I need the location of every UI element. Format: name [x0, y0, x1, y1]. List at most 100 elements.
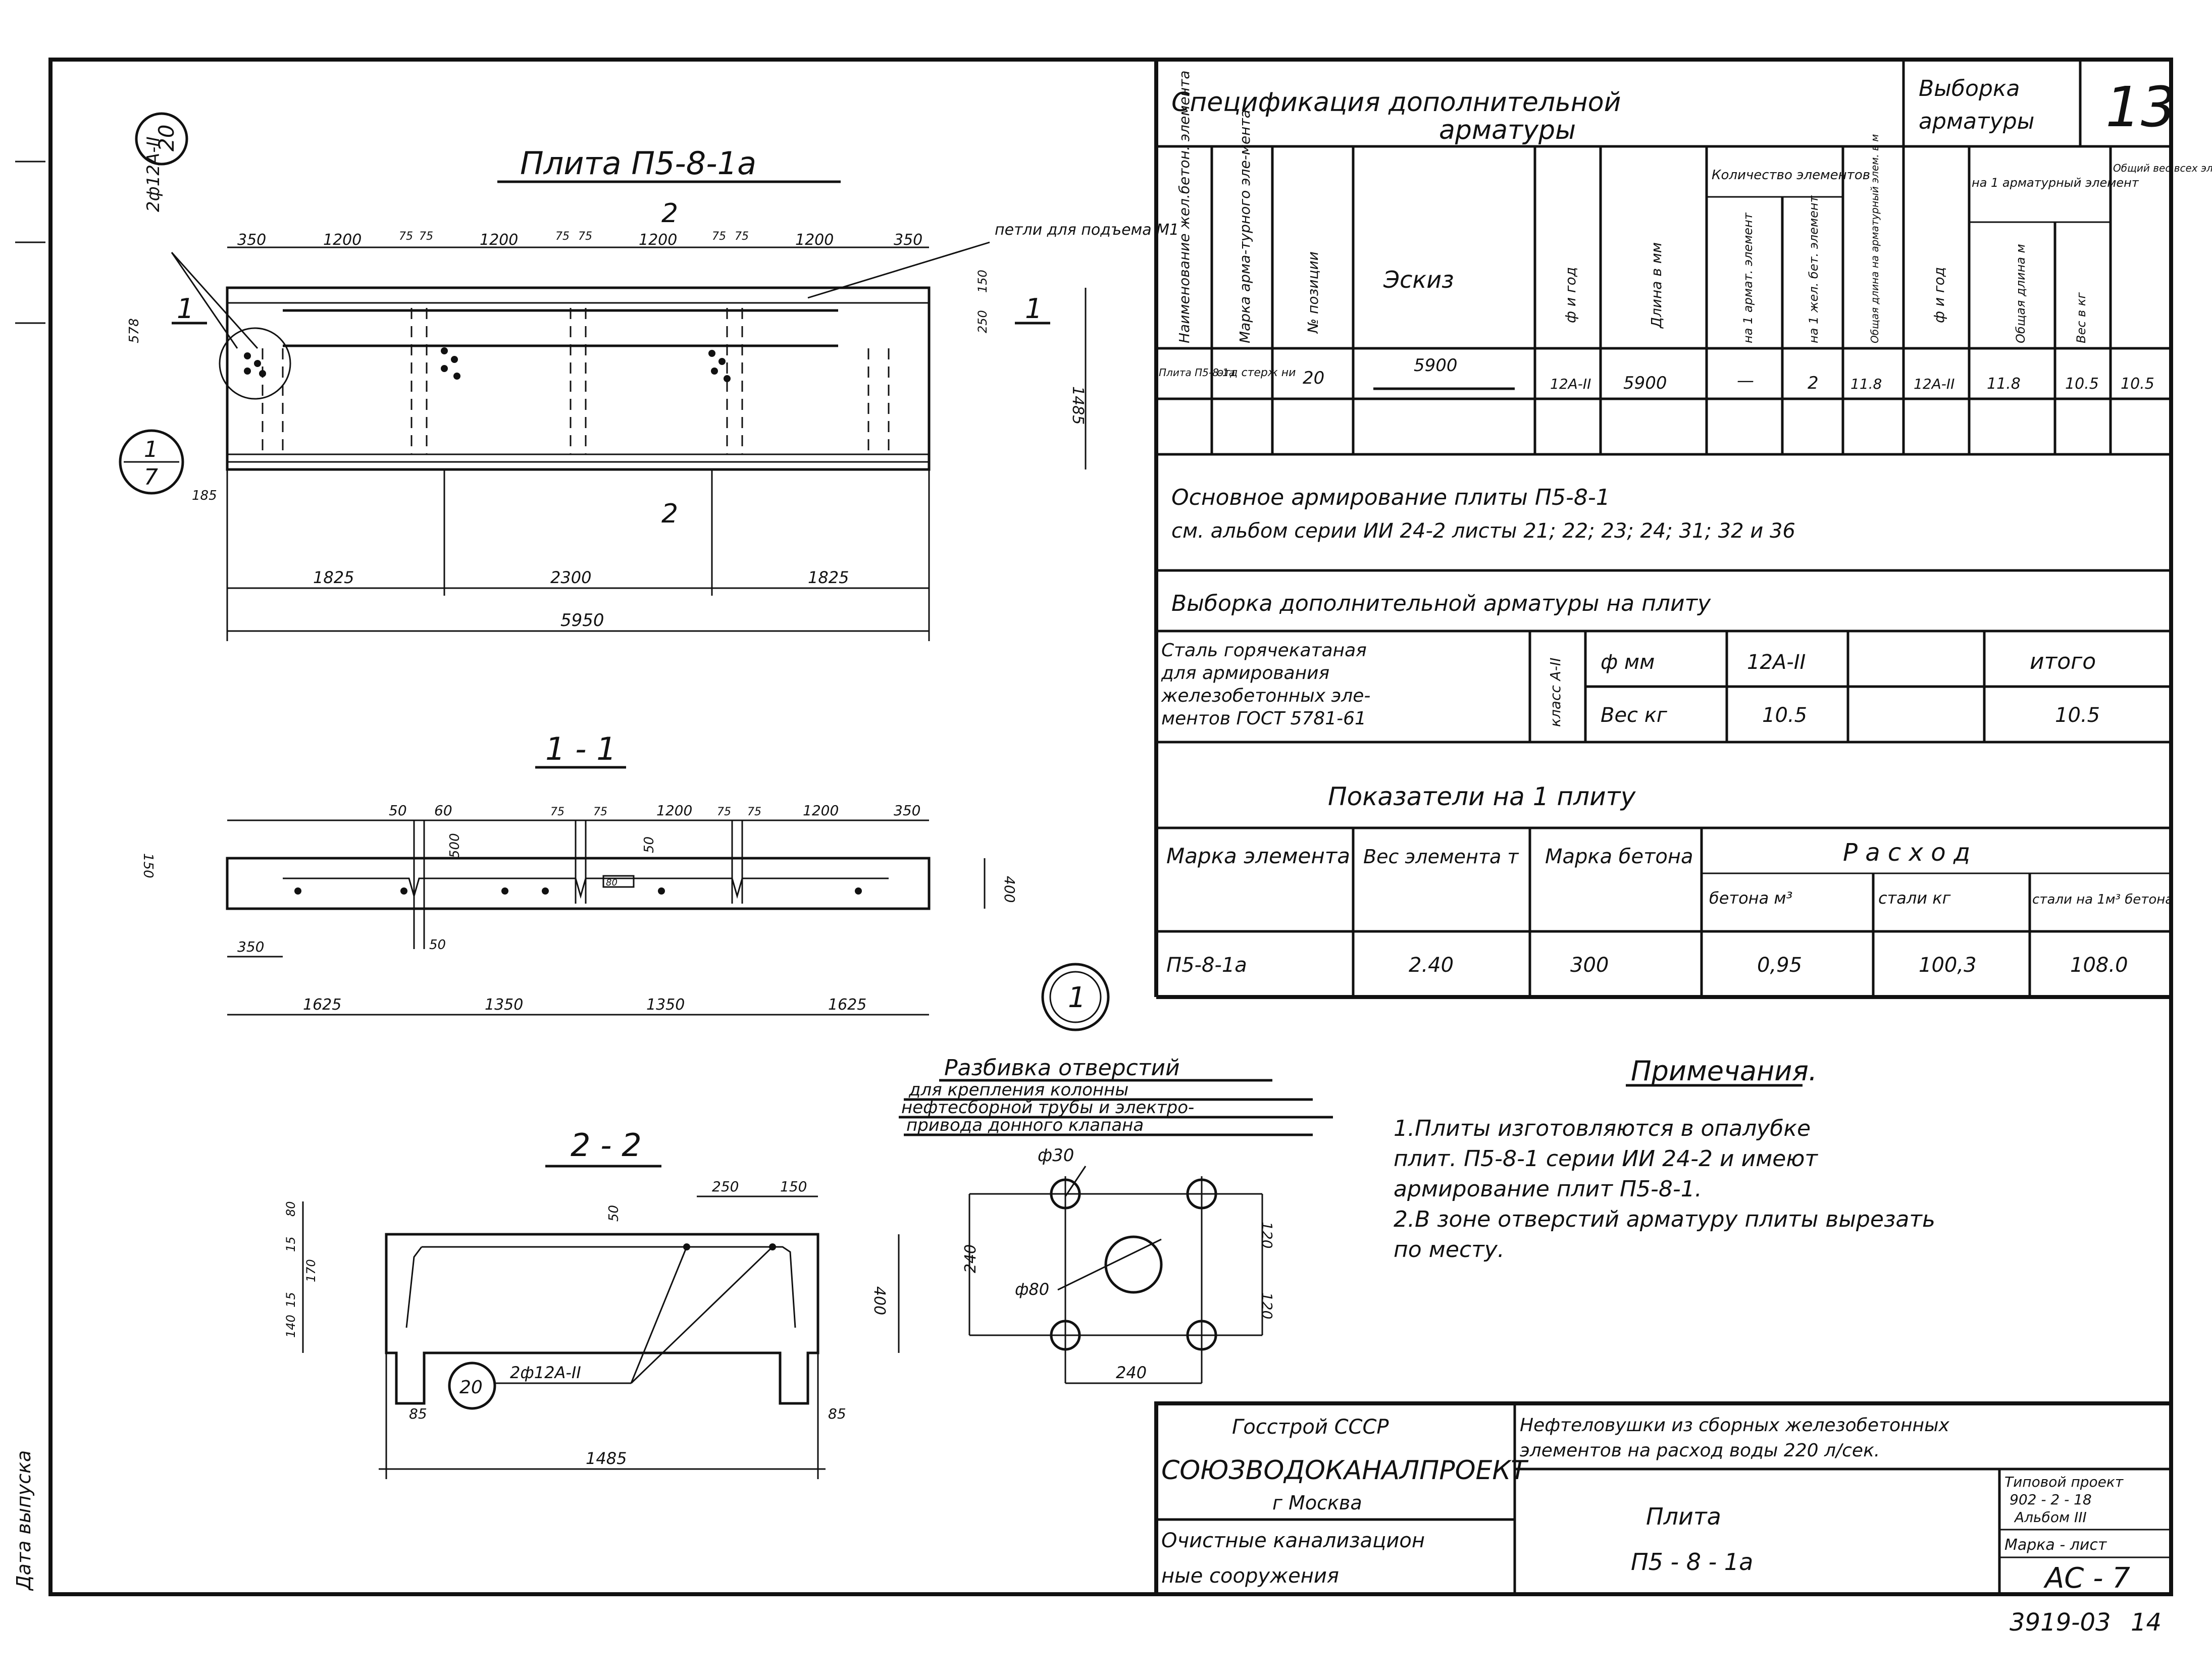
item1: Плита: [1646, 1503, 1721, 1530]
dim-text: 75: [555, 230, 570, 243]
section-2-mark: 2: [661, 499, 678, 529]
hdr-mark: Марка арма-турного эле-мента: [1237, 110, 1253, 343]
section-2-2: 2 - 2 250 150 50 80 15 170 15 140 400 20…: [284, 1127, 900, 1479]
dim-text: 500: [447, 833, 462, 858]
leader-line: [1064, 1166, 1087, 1197]
hdr-sel-on1: на 1 арматурный элемент: [1972, 176, 2139, 190]
hdr-qty: Количество элементов: [1712, 168, 1870, 183]
project2: элементов на расход воды 220 л/сек.: [1520, 1440, 1880, 1461]
dim-text: 185: [192, 488, 217, 503]
ves: Вес кг: [1601, 704, 1668, 727]
hdr-dia: ф и год: [1562, 267, 1579, 323]
leader-line: [171, 252, 238, 349]
dim-text: 240: [1116, 1363, 1147, 1382]
hdr-sel-total: Общий вес всех элементов кг: [2113, 162, 2212, 174]
cell-sel-wt: 10.5: [2065, 375, 2099, 393]
hole-d30: [1050, 1178, 1081, 1210]
selection-title: арматуры: [1919, 109, 2034, 134]
mark-20: 20: [154, 125, 179, 151]
dim-text: 5950: [560, 610, 604, 631]
dim-text: 50: [429, 937, 446, 953]
cell-pos: 20: [1303, 368, 1324, 388]
dim-text: 80: [284, 1201, 298, 1217]
cell-qty-b: 2: [1808, 373, 1819, 393]
holes-title: Разбивка отверстий: [944, 1055, 1180, 1081]
hdr-qty-a: на 1 армат. элемент: [1741, 212, 1755, 343]
note-line: плит. П5-8-1 серии ИИ 24-2 и имеют: [1394, 1146, 1818, 1172]
dim-text: 15: [284, 1292, 298, 1307]
dim-text: 1485: [1069, 386, 1087, 425]
typ2: 902 - 2 - 18: [2010, 1491, 2092, 1508]
dim-text: 1350: [485, 996, 523, 1014]
mark-circle: [135, 112, 188, 166]
row-mark: П5-8-1а: [1166, 954, 1247, 977]
h-concrete-mark: Марка бетона: [1545, 845, 1693, 868]
h-steel-per: стали на 1м³ бетона: [2032, 892, 2173, 907]
dim-text: 120: [1259, 1222, 1275, 1248]
section-outline: [226, 857, 931, 910]
bottom-page: 14: [2131, 1608, 2162, 1637]
dept1: Очистные канализацион: [1161, 1529, 1425, 1552]
hdr-length: Длина в мм: [1648, 242, 1665, 329]
dim-text: 80: [606, 877, 618, 888]
dim-text: 1200: [795, 231, 834, 249]
hdr-total-len: Общая длина на арматурный элем. в м: [1869, 134, 1881, 343]
dim-text: 50: [389, 802, 407, 819]
cell-sel-total: 10.5: [2121, 375, 2154, 393]
dim-text: 250: [975, 310, 990, 333]
embed-plate: [602, 875, 635, 888]
row-concrete-mark: 300: [1570, 954, 1609, 977]
h-mark: Марка элемента: [1166, 844, 1350, 868]
callout-num: 20: [459, 1377, 483, 1398]
row-steel-per: 108.0: [2070, 954, 2128, 977]
hdr-sel-dia: ф и год: [1931, 267, 1947, 323]
project1: Нефтеловушки из сборных железобетонных: [1520, 1415, 1950, 1436]
note-line: по месту.: [1394, 1237, 1505, 1263]
section-1-1: 1 - 1 50 60 75 75 1200 75 75 1200 350 50…: [140, 730, 1018, 1016]
hole-d30: [1186, 1320, 1217, 1351]
typ1: Типовой проект: [2004, 1474, 2124, 1490]
detail-number: 1: [1068, 981, 1086, 1014]
dim-text: 75: [578, 230, 592, 243]
org2: СОЮЗВОДОКАНАЛПРОЕКТ: [1161, 1455, 1529, 1486]
dim-text: 240: [962, 1244, 980, 1273]
steel-line: для армирования: [1161, 663, 1329, 684]
section-2-mark: 2: [661, 198, 678, 229]
dim-text: 60: [434, 802, 452, 819]
hdr-qty-b: на 1 жел. бет. элемент: [1807, 195, 1821, 343]
rebar-label: 2ф12А-II: [143, 136, 164, 212]
cell-mark: отд стерж ни: [1217, 366, 1296, 379]
klass: класс А-II: [1547, 658, 1564, 727]
cell-sel-dia: 12А-II: [1914, 376, 1954, 392]
sheet-number: 13: [2105, 75, 2176, 139]
steel-line: железобетонных эле-: [1161, 686, 1370, 706]
dim-text: 50: [606, 1205, 622, 1222]
holes-subtitle: для крепления колонны: [908, 1080, 1128, 1100]
steel-line: ментов ГОСТ 5781-61: [1161, 708, 1366, 729]
dim-text: 1200: [656, 802, 692, 819]
dim-text: 140: [284, 1315, 298, 1338]
cell-sel-len: 11.8: [1987, 375, 2021, 393]
callout-circle: [448, 1361, 496, 1410]
dim-text: 350: [894, 802, 920, 819]
holes-layout: 1 Разбивка отверстий для крепления колон…: [899, 963, 1333, 1384]
row-concrete: 0,95: [1757, 954, 1802, 977]
hdr-sel-wt: Вес в кг: [2074, 292, 2088, 343]
selection-title: Выборка: [1919, 76, 2020, 101]
dim-text: 578: [127, 318, 142, 343]
detail-circle-inner: [1049, 971, 1102, 1023]
dim-text: 85: [828, 1405, 846, 1422]
leader-line: [630, 1246, 688, 1384]
dim-text: 350: [237, 938, 264, 955]
dim-text: 1625: [303, 996, 341, 1014]
rebar-line: [283, 877, 889, 899]
cut-label-right: 1: [1025, 293, 1042, 325]
hdr-pos: № позиции: [1305, 251, 1321, 334]
dim-text: 75: [712, 230, 726, 243]
basic-line1: Основное армирование плиты П5-8-1: [1171, 485, 1610, 510]
dim-text: 250: [712, 1178, 739, 1195]
dim-text: 85: [409, 1405, 427, 1422]
extra-title: Выборка дополнительной арматуры на плиту: [1171, 591, 1711, 616]
dim-text: 400: [870, 1286, 888, 1315]
